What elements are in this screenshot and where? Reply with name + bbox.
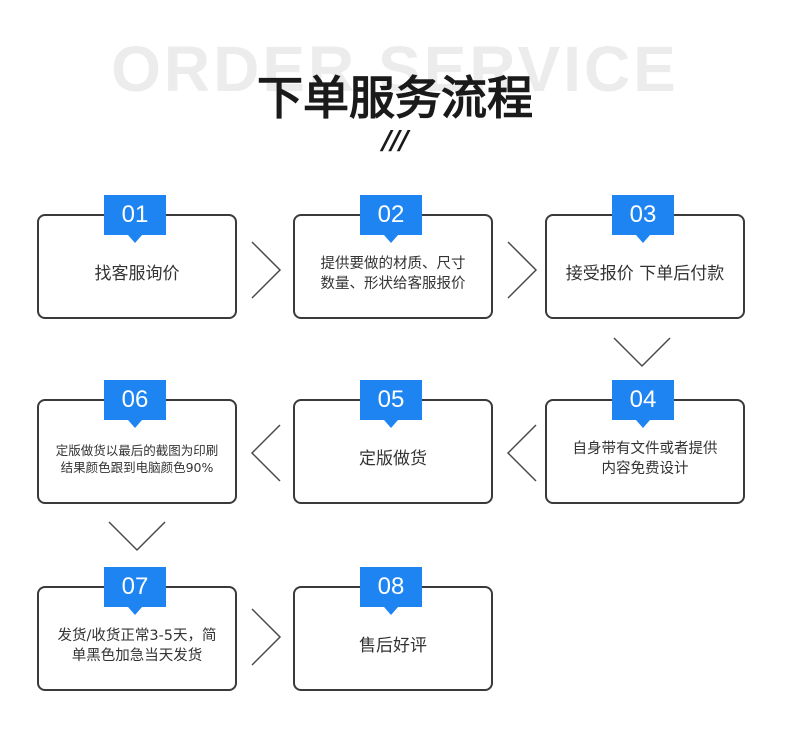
chevron-right-icon	[506, 240, 540, 300]
step-badge-07: 07	[104, 567, 166, 615]
step-badge-01: 01	[104, 195, 166, 243]
step-text: 发货/收货正常3-5天，简 单黑色加急当天发货	[57, 627, 217, 664]
step-badge-06: 06	[104, 380, 166, 428]
step-badge-04: 04	[612, 380, 674, 428]
step-text: 自身带有文件或者提供 内容免费设计	[572, 440, 718, 477]
chevron-left-icon	[504, 423, 538, 483]
step-badge-03: 03	[612, 195, 674, 243]
step-card-06: 定版做货以最后的截图为印刷 结果颜色跟到电脑颜色90%	[37, 399, 237, 504]
step-text: 定版做货	[359, 449, 427, 470]
chevron-left-icon	[248, 423, 282, 483]
step-badge-02: 02	[360, 195, 422, 243]
step-text: 定版做货以最后的截图为印刷 结果颜色跟到电脑颜色90%	[55, 442, 219, 475]
chevron-right-icon	[250, 240, 284, 300]
chevron-down-icon	[612, 336, 672, 370]
step-text: 售后好评	[359, 636, 427, 657]
title-divider: ///	[382, 126, 409, 156]
step-text: 找客服询价	[94, 264, 180, 285]
step-badge-05: 05	[360, 380, 422, 428]
page-title: 下单服务流程	[257, 71, 533, 125]
step-text: 提供要做的材质、尺寸 数量、形状给客服报价	[320, 255, 466, 292]
background-title: ORDER SERVICE	[111, 33, 679, 105]
chevron-down-icon	[107, 520, 167, 554]
step-text: 接受报价 下单后付款	[565, 264, 725, 285]
step-badge-08: 08	[360, 567, 422, 615]
chevron-right-icon	[250, 607, 284, 667]
